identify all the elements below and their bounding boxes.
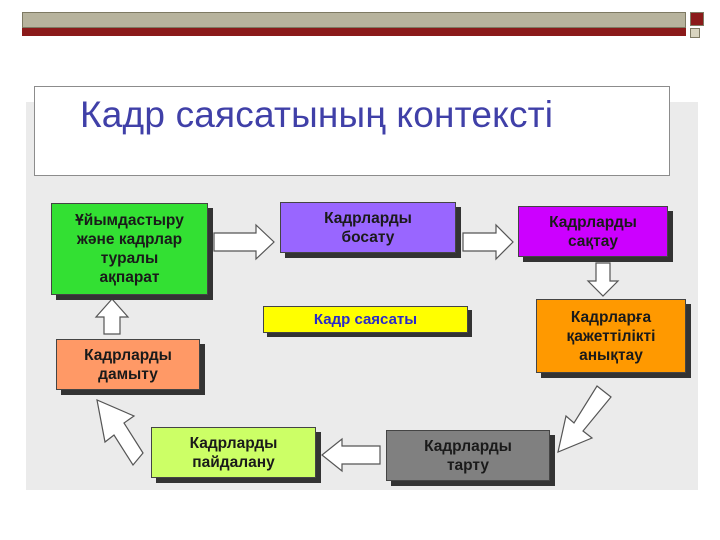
arrow-release-retain [462,223,514,261]
title-frame [34,86,670,176]
corner-square [690,12,704,26]
arrow-use-develop [96,398,144,467]
arrow-attract-use [321,437,381,473]
arrow-need-attract [557,385,612,453]
slide-title: Кадр саясатының контексті [80,94,554,135]
arrow-develop-info [94,298,130,335]
node-develop: Кадрларды дамыту [56,339,200,390]
arrow-retain-need [586,262,620,297]
node-release: Кадрларды босату [280,202,456,253]
header-bar [22,12,686,28]
corner-square-small [690,28,700,38]
center-label: Кадр саясаты [263,306,468,333]
node-info: Ұйымдастыру және кадрлар туралы ақпарат [51,203,208,295]
node-retain: Кадрларды сақтау [518,206,668,257]
node-attract: Кадрларды тарту [386,430,550,481]
node-use: Кадрларды пайдалану [151,427,316,478]
node-need: Кадрларға қажеттілікті анықтау [536,299,686,373]
arrow-info-release [213,223,275,261]
header-accent-bar [22,28,686,36]
